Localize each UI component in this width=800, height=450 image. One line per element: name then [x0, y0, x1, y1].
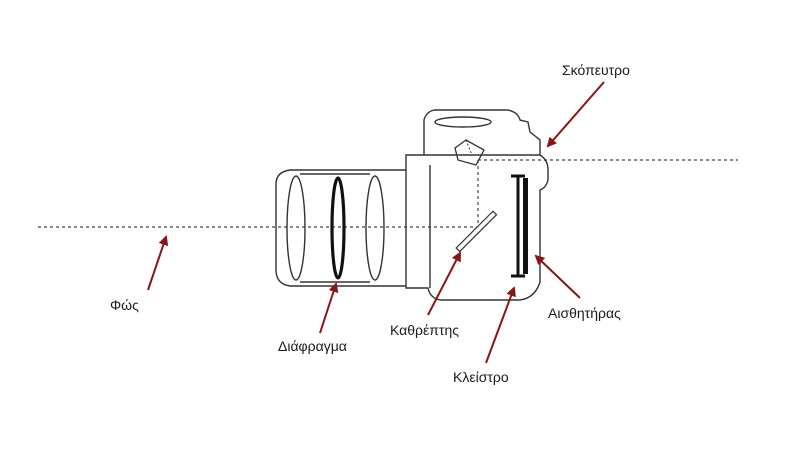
shutter-arrow [485, 286, 516, 364]
aperture-arrow [319, 282, 339, 334]
sensor [523, 178, 528, 274]
pentaprism-icon [454, 139, 485, 166]
light-arrow [147, 235, 169, 291]
aperture-label: Διάφραγμα [278, 338, 347, 354]
mirror-label: Καθρέπτης [390, 322, 459, 338]
sensor-arrow [534, 254, 581, 299]
viewfinder-label: Σκόπευτρο [562, 62, 630, 78]
sensor-label: Αισθητήρας [548, 305, 621, 321]
lens-barrel [275, 169, 406, 287]
mirror-arrow [427, 251, 461, 316]
shutter-label: Κλείστρο [453, 369, 509, 385]
mirror [455, 210, 498, 253]
shutter [511, 174, 525, 278]
viewfinder-arrow [546, 81, 605, 148]
aperture-ring [330, 176, 346, 280]
camera-body [405, 109, 549, 301]
light-label: Φώς [110, 297, 139, 313]
